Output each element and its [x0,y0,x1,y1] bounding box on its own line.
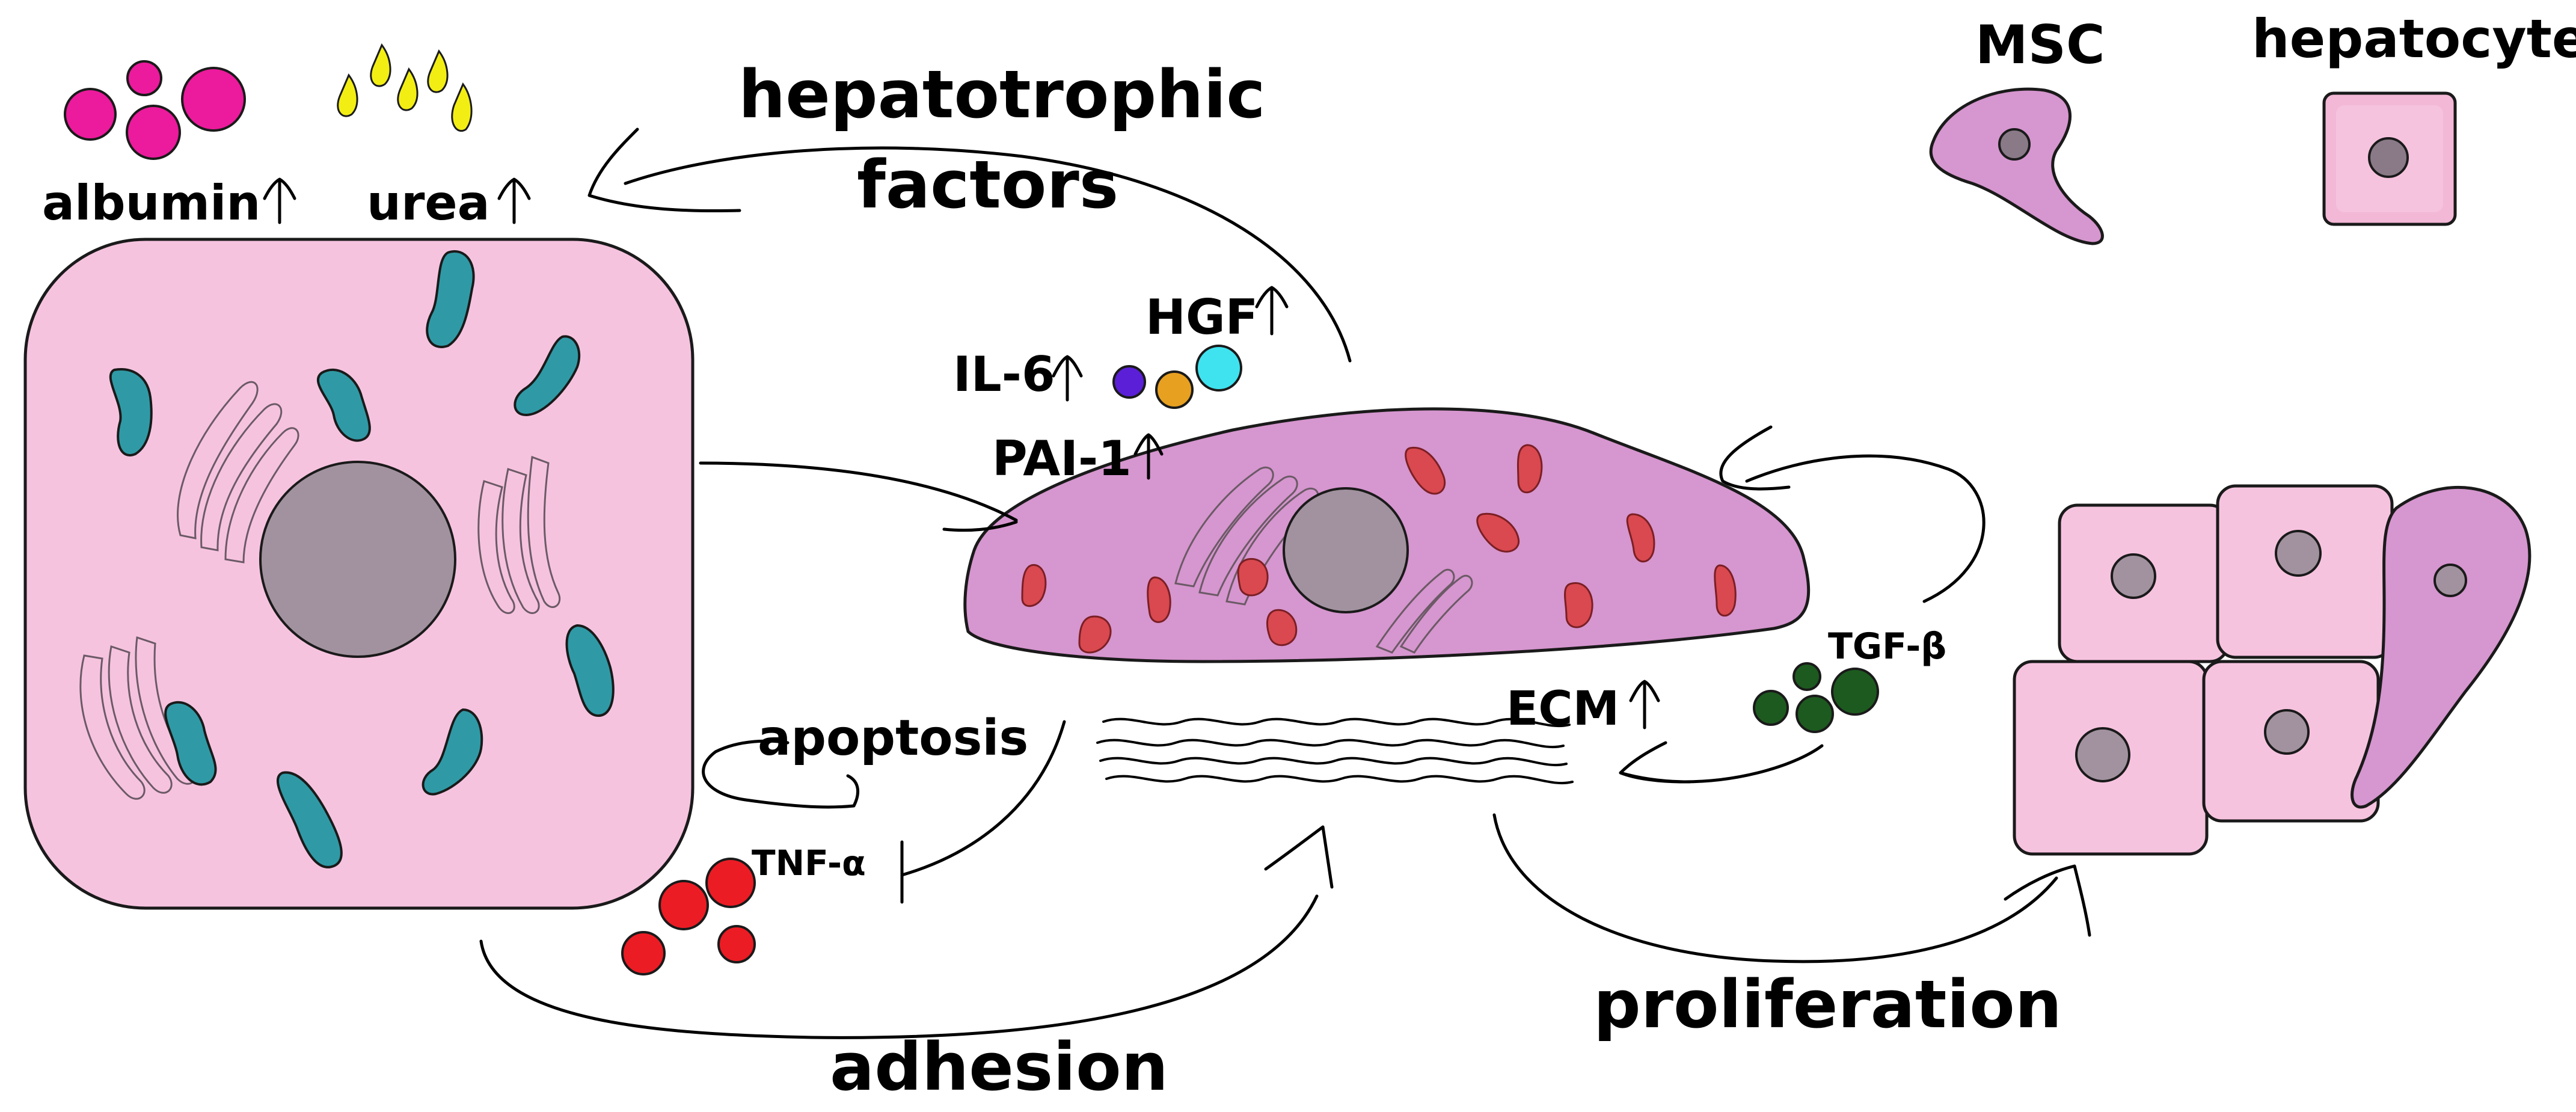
msc-er-lines [1174,466,1473,654]
legend-hepatocyte-label: hepatocyte [2252,8,2576,70]
up-arrow-icon [1133,433,1164,480]
pai1-molecule [1155,370,1194,409]
apoptosis-loop [702,739,860,809]
hepatocyte-nucleus [259,461,456,658]
large-hepatocyte [23,238,695,910]
up-arrow-icon [263,177,296,224]
apoptosis-label: apoptosis [758,710,1028,767]
up-arrow-icon [497,177,531,224]
tnf-molecules [621,858,756,975]
legend-msc-icon [1929,87,2104,245]
hepatocyte-er-lines [79,381,561,800]
up-arrow-icon [1629,680,1660,730]
albumin-label: albumin [42,175,260,231]
ecm-fibers [1096,717,1574,785]
tgf-feedback-arrow [1619,425,1986,784]
ecm-label: ECM [1506,682,1619,736]
hepatocyte-mitochondria [109,250,615,868]
urea-label: urea [367,175,490,231]
albumin-molecules [64,60,246,160]
adhesion-arrow [479,825,1334,1039]
msc-nucleus [1283,487,1409,613]
urea-molecules [337,43,473,132]
tgf-label: TGF-β [1828,625,1946,668]
msc-mitochondria [1021,444,1737,654]
il6-label: IL-6 [953,346,1055,402]
hepatotrophic-label-line2: factors [857,146,1118,223]
secreted-factors [1112,345,1242,409]
legend [1929,87,2457,245]
proliferation-label: proliferation [1593,966,2062,1043]
up-arrow-icon [1052,355,1083,402]
cluster-msc [2351,485,2532,809]
adhesion-label: adhesion [830,1028,1168,1105]
up-arrow-icons [263,177,1660,730]
up-arrow-icon [1255,286,1289,336]
il6-molecule [1112,365,1146,399]
tgf-molecules [1753,662,1879,733]
proliferation-arrow [1492,813,2091,963]
hepatotrophic-label-line1: hepatotrophic [738,56,1265,133]
tnf-inhibition [900,720,1066,904]
hepatotrophic-arrow [587,127,1352,363]
center-msc-cell [963,407,1811,663]
legend-msc-label: MSC [1975,14,2105,76]
hgf-label: HGF [1145,289,1258,345]
cell-cluster [2013,484,2532,856]
pai1-label: PAI-1 [992,431,1132,487]
hgf-molecule [1195,345,1242,392]
hepatocyte-to-msc-arrow [699,461,1018,532]
tnf-label: TNF-α [752,843,866,883]
